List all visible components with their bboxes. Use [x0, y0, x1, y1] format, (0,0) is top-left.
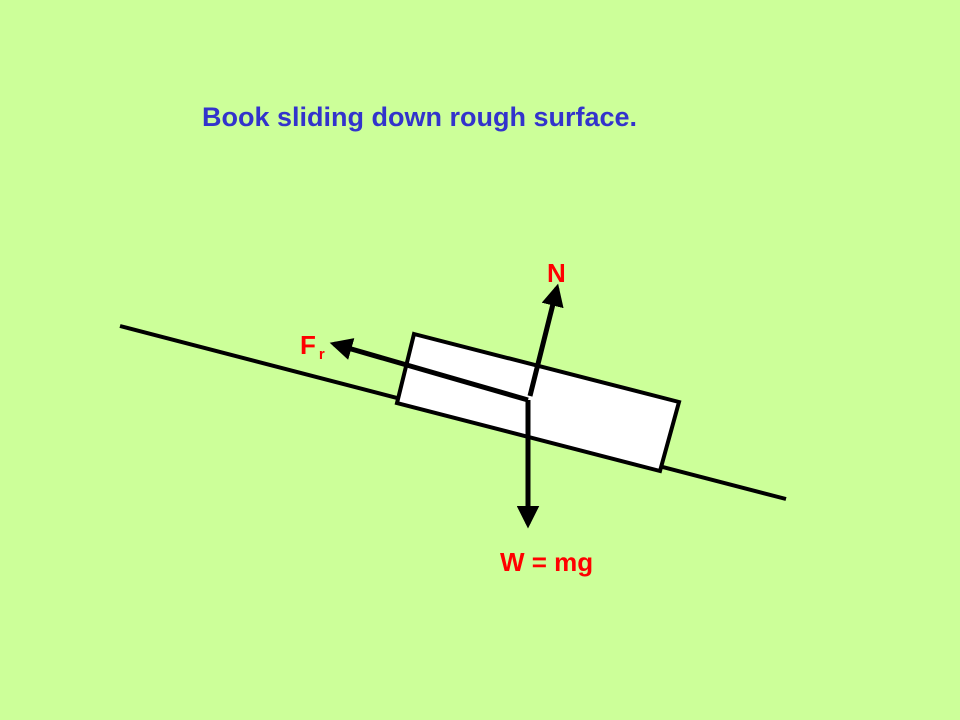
friction-force-label-subscript: r	[319, 346, 325, 363]
normal-force-arrow	[527, 283, 564, 397]
slide-title: Book sliding down rough surface.	[202, 102, 638, 132]
book-block	[394, 331, 682, 474]
weight-force-label: W = mg	[500, 547, 593, 577]
friction-force-label-main: F	[300, 330, 316, 360]
friction-force-arrow	[329, 338, 529, 403]
normal-force-label: N	[547, 258, 566, 288]
